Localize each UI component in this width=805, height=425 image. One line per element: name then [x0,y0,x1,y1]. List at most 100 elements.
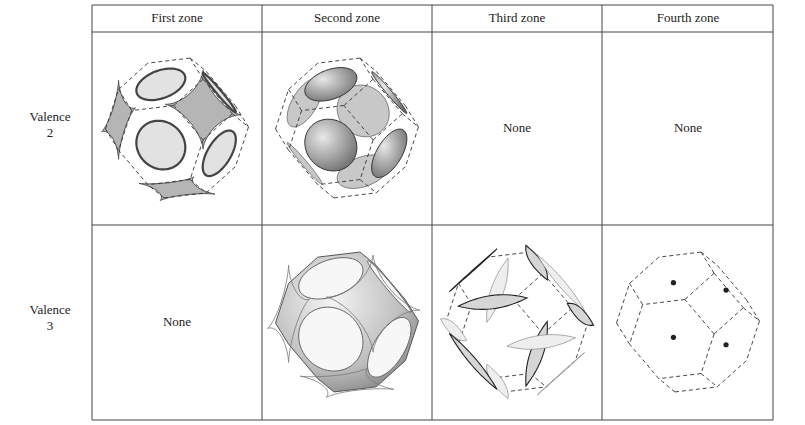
zone-boundary-edge [206,167,235,193]
zone-boundary-edge [289,111,302,151]
zone-boundary-edge [203,114,232,140]
zone-boundary-edge [743,308,759,321]
surface-cutout [368,261,411,313]
zone-figure [276,58,419,198]
zone-boundary-edge [289,89,302,110]
zone-boundary-edge [119,89,132,110]
zone-boundary-edge [630,305,643,345]
zone-boundary-edge [148,180,190,185]
zone-boundary-edge [717,265,746,299]
surface-hole [203,73,236,112]
zone-boundary-edge [360,58,376,71]
zone-boundary-edge [174,106,203,140]
column-header: Second zone [314,10,380,26]
surface-hole [136,69,185,101]
fermi-lens [372,72,407,114]
row-header: Valence 2 [29,109,70,142]
table-cell: None [163,314,191,330]
zone-boundary-edge [630,283,643,304]
zone-boundary-edge [190,58,206,71]
zone-boundary-edge [701,252,717,265]
zone-boundary-edge [714,308,743,334]
electron-lens [507,335,576,350]
zone-boundary-edge [701,334,714,374]
zone-boundary-edge [119,111,132,151]
zone-boundary-edge [675,387,717,392]
zone-figure [102,58,249,201]
zone-boundary-edge [659,374,701,379]
column-header: Fourth zone [657,10,719,26]
zone-boundary-edge [643,300,685,305]
column-header: First zone [151,10,203,26]
surface-hole [203,131,236,177]
zone-boundary-edge [174,79,203,105]
electron-lens [458,295,527,310]
zone-boundary-edge [318,185,334,198]
zone-boundary-edge [630,344,659,378]
electron-lens [487,258,509,322]
zone-boundary-edge [148,58,190,63]
table-grid [92,5,773,420]
surface-hole [136,121,185,170]
row-header: Valence 3 [29,302,70,335]
electron-lens [526,322,548,386]
electron-pocket [671,280,676,285]
zone-boundary-edge [488,252,530,257]
zone-boundary-edge [504,387,546,392]
zone-boundary-edge [746,300,759,321]
fermi-lens [372,129,407,177]
surface-ridge [326,255,420,352]
zone-boundary-edge [514,300,543,334]
zone-boundary-edge [360,140,373,180]
surface-ridge [300,368,394,397]
zone-boundary-edge [106,89,119,129]
zone-boundary-edge [685,273,714,299]
electron-lens [449,333,497,389]
zone-boundary-edge [701,374,717,387]
zone-boundary-edge [190,140,203,180]
zone-boundary-edge [276,89,289,129]
zone-boundary-edge [701,252,714,273]
zone-boundary-edge [360,180,376,193]
zone-boundary-edge [318,180,360,185]
zone-figure [617,252,760,392]
zone-boundary-edge [148,185,164,198]
electron-lens [537,352,585,395]
zone-boundary-edge [235,106,248,127]
electron-lens [537,255,585,311]
electron-pocket [723,342,728,347]
surface-neck [139,177,215,201]
surface-cutout [299,307,363,371]
grid-line [773,5,774,420]
electron-lens [449,249,497,292]
table-cell: None [674,120,702,136]
zone-boundary-edge [206,71,235,105]
zone-boundary-edge [405,106,418,127]
zone-boundary-edge [119,150,148,184]
zone-boundary-edge [659,252,701,257]
zone-boundary-edge [318,58,360,63]
zone-boundary-edge [119,63,148,89]
zone-boundary-edge [132,106,174,111]
zone-boundary-edge [232,114,248,127]
zone-boundary-edge [276,129,289,150]
surface-neck [102,80,136,159]
zone-boundary-edge [235,127,248,167]
electron-pocket [723,287,728,292]
zone-boundary-edge [190,58,203,79]
grid-line [262,5,263,420]
zone-figure [268,252,420,397]
zone-boundary-edge [617,323,630,344]
zone-boundary-edge [302,106,344,111]
electron-pocket [671,335,676,340]
zone-boundary-edge [402,114,418,127]
zone-boundary-edge [190,180,206,193]
zone-boundary-edge [630,257,659,283]
fermi-lens [305,119,357,171]
zone-boundary-edge [746,321,759,361]
zone-boundary-edge [685,300,714,334]
table-cell: None [503,120,531,136]
zone-boundary-edge [617,283,630,323]
